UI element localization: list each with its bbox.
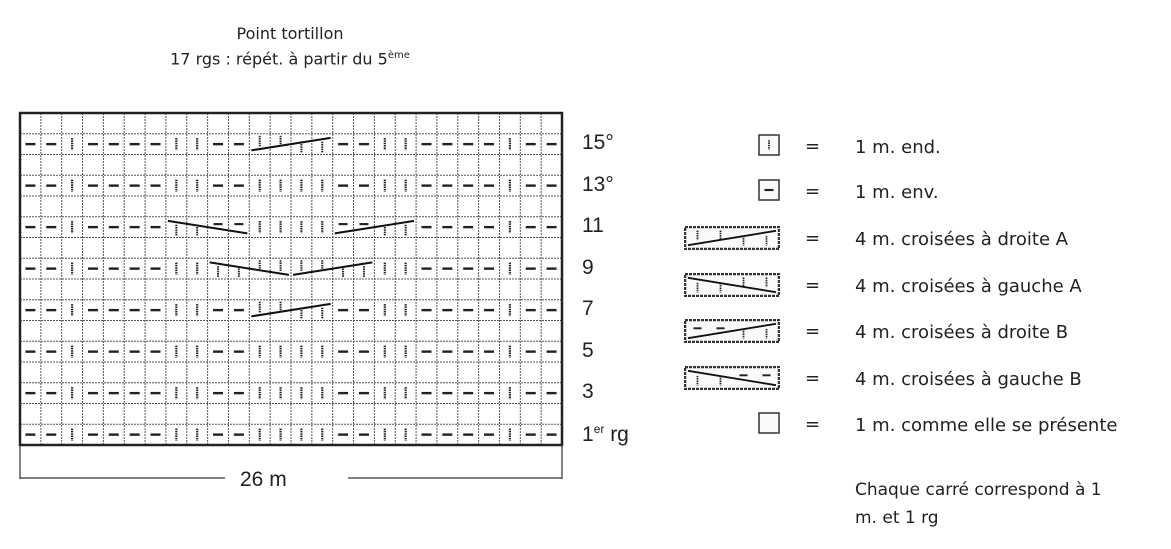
cable-droite-A	[251, 301, 331, 319]
legend-item-droite-A: = 4 m. croisées à droite A	[660, 226, 1170, 256]
legend-label: 1 m. env.	[855, 182, 939, 203]
legend-label: 1 m. end.	[855, 137, 941, 158]
legend-label: 4 m. croisées à droite B	[855, 322, 1069, 343]
cable-line	[251, 136, 331, 152]
note-line-1: Chaque carré correspond à 1	[855, 480, 1102, 500]
chart-row-5	[25, 345, 557, 358]
row-label-9: 9	[582, 256, 594, 280]
row-number: 3	[582, 380, 594, 404]
equals-sign: =	[805, 275, 821, 296]
legend-item-purl: = 1 m. env.	[660, 179, 1170, 209]
gauche-B-icon	[684, 366, 780, 390]
row-suffix-sup: er	[593, 421, 605, 436]
row-label-3: 3	[582, 380, 594, 404]
row-number: 5	[582, 338, 594, 362]
knitting-chart	[18, 111, 564, 479]
cable-line	[687, 322, 777, 340]
cable-line	[687, 276, 777, 294]
chart-row-9	[25, 260, 557, 278]
cable-line	[167, 219, 248, 235]
cable-gauche-B	[687, 369, 777, 387]
legend-item-empty: = 1 m. comme elle se présente	[660, 412, 1170, 442]
row-number: 9	[582, 255, 594, 279]
cable-droite-B	[687, 322, 777, 340]
knit-icon	[758, 134, 780, 156]
equals-sign: =	[805, 414, 821, 435]
chart-border	[18, 111, 564, 447]
droite-A-icon	[684, 226, 780, 250]
legend-label: 4 m. croisées à gauche A	[855, 276, 1082, 297]
chart-row-1	[25, 428, 557, 441]
equals-sign: =	[805, 228, 821, 249]
chart-row-15	[25, 135, 557, 153]
cable-droite-A	[687, 229, 777, 247]
width-dimension	[19, 445, 563, 479]
chart-title: Point tortillon 17 rgs : répét. à partir…	[0, 23, 580, 70]
equals-sign: =	[805, 136, 821, 157]
cable-line	[687, 229, 777, 247]
title-line-1: Point tortillon	[236, 24, 344, 43]
empty-icon	[758, 412, 780, 434]
cable-droite-B	[334, 219, 415, 236]
row-label-5: 5	[582, 339, 594, 363]
cable-line	[251, 302, 331, 318]
chart-row-11	[25, 219, 557, 236]
row-number: 15°	[582, 131, 614, 155]
note-line-2: m. et 1 rg	[855, 508, 939, 528]
legend-item-gauche-A: = 4 m. croisées à gauche A	[660, 273, 1170, 303]
chart-row-3	[25, 387, 557, 400]
cable-droite-A	[292, 260, 373, 278]
equals-sign: =	[805, 181, 821, 202]
cable-line	[334, 219, 415, 235]
purl-icon	[758, 179, 780, 201]
cable-line	[292, 261, 373, 276]
chart-row-13	[25, 179, 557, 192]
row-number: 1	[582, 422, 594, 446]
row-number: 11	[582, 214, 604, 238]
row-label-1: 1er rg	[582, 422, 629, 447]
row-number: 7	[582, 297, 594, 321]
equals-sign: =	[805, 321, 821, 342]
cable-gauche-B	[167, 219, 248, 236]
legend-item-droite-B: = 4 m. croisées à droite B	[660, 319, 1170, 349]
legend-label: 1 m. comme elle se présente	[855, 415, 1118, 436]
legend-item-gauche-B: = 4 m. croisées à gauche B	[660, 366, 1170, 396]
cable-gauche-A	[687, 276, 777, 294]
row-label-13: 13°	[582, 173, 614, 197]
cable-line	[209, 261, 290, 276]
droite-B-icon	[684, 319, 780, 343]
equals-sign: =	[805, 368, 821, 389]
cable-gauche-A	[209, 260, 290, 278]
chart-row-7	[25, 301, 557, 319]
width-label: 26 m	[240, 468, 287, 491]
row-label-15: 15°	[582, 131, 614, 155]
legend-label: 4 m. croisées à droite A	[855, 229, 1069, 250]
row-label-11: 11	[582, 214, 604, 238]
cable-droite-A	[251, 135, 331, 153]
chart-note: Chaque carré correspond à 1 m. et 1 rg	[855, 476, 1155, 532]
chart-grid	[18, 111, 564, 447]
row-number: 13°	[582, 172, 614, 196]
title-line-2: 17 rgs : répét. à partir du 5ème	[170, 49, 410, 69]
cable-line	[687, 369, 777, 387]
row-suffix: rg	[604, 422, 629, 446]
gauche-A-icon	[684, 273, 780, 297]
legend-item-knit: = 1 m. end.	[660, 134, 1170, 164]
legend-label: 4 m. croisées à gauche B	[855, 369, 1082, 390]
row-label-7: 7	[582, 297, 594, 321]
